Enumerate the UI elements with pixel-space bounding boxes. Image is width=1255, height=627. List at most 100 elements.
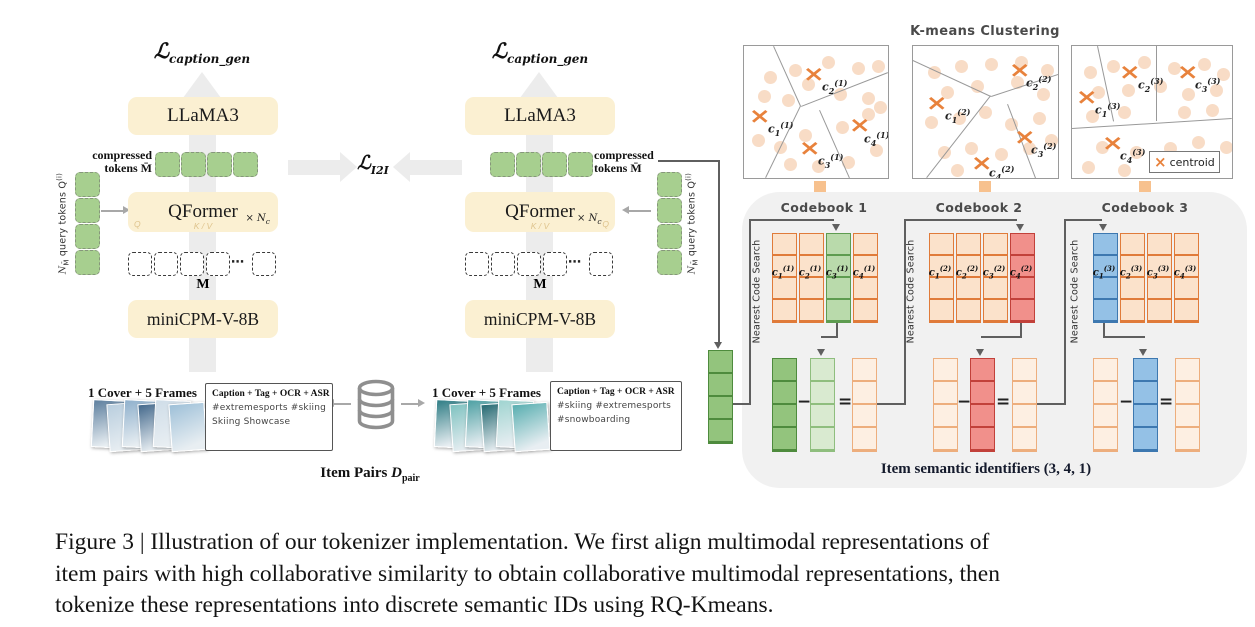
compressed-token (181, 152, 206, 177)
cluster-dot (1037, 88, 1050, 101)
m-token (517, 252, 541, 276)
code-column-selected (1010, 233, 1035, 323)
qformer-label: QFormer (505, 201, 575, 222)
note-line: #skiing #extremesports (557, 401, 672, 411)
left-arrow-icon (622, 206, 629, 214)
item-note-right: Caption + Tag + OCR + ASR #skiing #extre… (550, 381, 682, 451)
centroid-label: c2(2) (1026, 74, 1052, 92)
codebook-2-search-label: Nearest Code Search (905, 239, 917, 344)
frames-label-right: 1 Cover + 5 Frames (432, 385, 541, 400)
centroid-label: c1(1) (768, 120, 794, 138)
centroid-label: c2(3) (1138, 76, 1164, 94)
compressed-token (568, 152, 593, 177)
qformer-q-label: Q (602, 219, 609, 229)
llm-box-left: LLaMA3 (128, 97, 278, 135)
note-line: #snowboarding (557, 415, 631, 425)
minus-operator: − (797, 392, 812, 412)
note-line: #extremesports #skiing (212, 403, 327, 413)
centroid-label: c4(1) (864, 130, 889, 148)
query-token (657, 172, 682, 197)
compressed-token (207, 152, 232, 177)
item-pairs-label: Item Pairs Dpair (320, 465, 420, 484)
cluster-dot (1206, 104, 1219, 117)
cluster-dot (1122, 84, 1135, 97)
query-token (75, 250, 100, 275)
connector-line (749, 219, 751, 404)
ellipsis: ⋯ (568, 255, 581, 270)
m-label-left: M (196, 277, 210, 292)
centroid-label: c3(1) (818, 152, 844, 170)
qformer-box-left: QFormer Q K / V × Nc (128, 192, 278, 232)
code-label: c1(1) (771, 264, 795, 281)
code-label: c3(1) (825, 264, 849, 281)
ellipsis: ⋯ (231, 255, 244, 270)
cluster-dot (925, 116, 938, 129)
cluster-dot (874, 101, 887, 114)
connector-line (981, 336, 1022, 338)
query-tokens-label-left: NM̄ query tokens Q(i) (55, 172, 71, 275)
note-line: Skiing Showcase (212, 417, 291, 427)
codebook-3-search-label: Nearest Code Search (1069, 239, 1081, 344)
connector-line (904, 219, 1017, 221)
codebook-1-search-label: Nearest Code Search (751, 239, 763, 344)
cluster-dot (1118, 164, 1131, 177)
arrowhead-icon (976, 349, 984, 356)
codebook-2-title: Codebook 2 (935, 200, 1023, 215)
centroid-legend-label: centroid (1169, 155, 1215, 169)
i2i-arrow-shaft (410, 160, 462, 175)
centroid-icon: × (1008, 58, 1031, 82)
cluster-dot (965, 142, 978, 155)
code-label: c4(3) (1173, 264, 1197, 281)
centroid-icon: × (925, 91, 948, 115)
caption-line: item pairs with high collaborative simil… (55, 560, 1000, 587)
loss-caption-gen-left: ℒcaption_gen (153, 38, 251, 67)
query-token (75, 198, 100, 223)
qformer-repeat-label: × Nc (577, 213, 602, 226)
cluster-dot (941, 86, 954, 99)
cluster-dot (1130, 146, 1143, 159)
query-token (75, 224, 100, 249)
cluster-dot (799, 129, 812, 142)
cluster-dot (1220, 141, 1232, 154)
arrowhead-icon (714, 342, 722, 349)
right-arrow-icon (340, 152, 357, 182)
connector-line (1103, 321, 1105, 337)
centroid-icon: × (1154, 153, 1167, 171)
kmeans-panel-3: × c1(3) × c2(3) × c3(3) × c4(3) ×centroi… (1071, 45, 1233, 179)
cluster-dot (870, 144, 883, 157)
qformer-box-right: QFormer Q K / V × Nc (465, 192, 615, 232)
compressed-token (542, 152, 567, 177)
cluster-dot (1198, 58, 1211, 71)
cluster-dot (1033, 112, 1046, 125)
cluster-dot (842, 156, 855, 169)
centroid-icon: × (802, 62, 825, 86)
qformer-kv-label: K / V (530, 221, 550, 231)
kmeans-panel-2: × c1(2) × c2(2) × c3(2) × c4(2) (912, 45, 1059, 179)
code-label: c2(3) (1119, 264, 1143, 281)
db-arrow-right (401, 403, 418, 405)
input-representation-vector (708, 350, 733, 444)
code-label: c1(2) (928, 264, 952, 281)
cluster-dot (951, 164, 964, 177)
cluster-dot (1192, 136, 1205, 149)
kmeans-title: K-means Clustering (910, 24, 1060, 39)
centroid-label: c4(2) (989, 164, 1015, 179)
code-column (956, 233, 981, 323)
equals-operator: = (996, 392, 1011, 412)
cluster-dot (1138, 56, 1151, 69)
encoder-box-left: miniCPM-V-8B (128, 300, 278, 338)
connector-line (658, 160, 720, 162)
code-column (929, 233, 954, 323)
item-frames-left (90, 399, 208, 458)
m-token (206, 252, 230, 276)
cluster-dot (802, 78, 815, 91)
connector-line (1064, 219, 1066, 404)
connector-line (749, 219, 834, 221)
qformer-label: QFormer (168, 201, 238, 222)
centroid-icon: × (1176, 60, 1199, 84)
i2i-arrow-shaft (288, 160, 340, 175)
operand-vector (1093, 358, 1118, 452)
cluster-dot (1168, 62, 1181, 75)
